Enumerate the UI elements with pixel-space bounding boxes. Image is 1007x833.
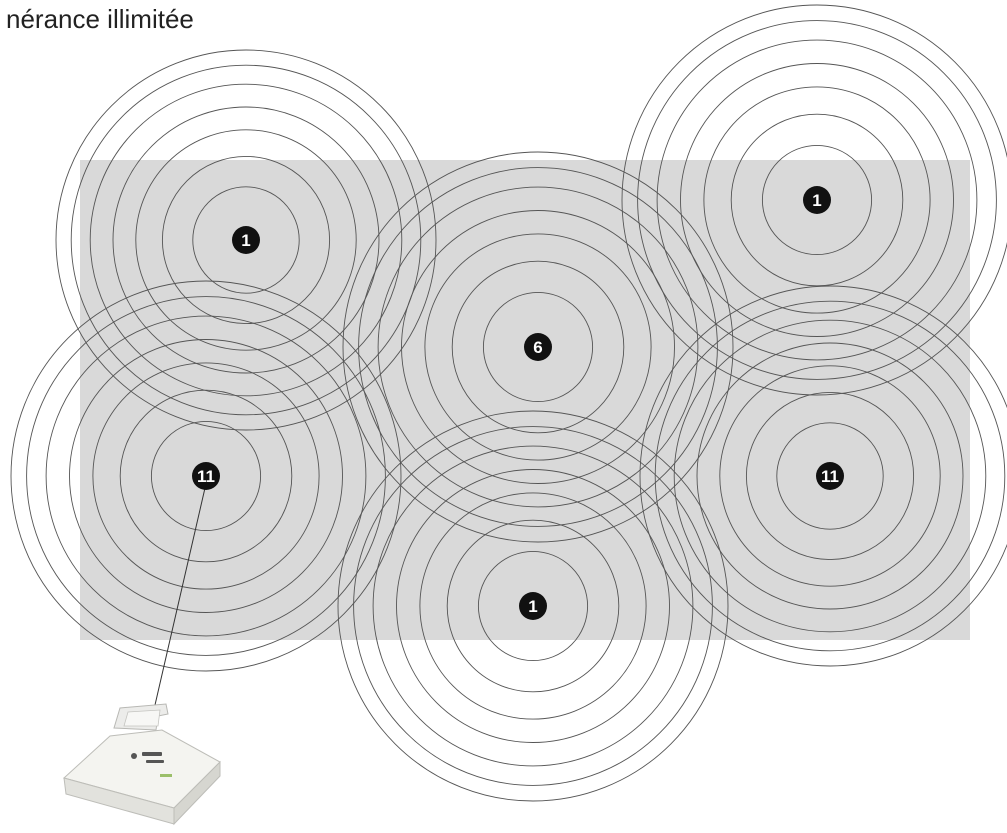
signal-ring	[776, 422, 884, 530]
signal-ring	[654, 300, 1006, 652]
channel-badge: 1	[519, 592, 547, 620]
signal-ring	[761, 144, 873, 256]
signal-ring	[482, 291, 594, 403]
signal-ring	[419, 492, 647, 720]
access-point-rings	[10, 280, 402, 672]
channel-badge-dot	[524, 333, 552, 361]
channel-badge-dot	[232, 226, 260, 254]
channel-number: 1	[812, 191, 821, 210]
channel-badge: 1	[232, 226, 260, 254]
channel-number: 11	[197, 467, 215, 486]
signal-ring	[372, 445, 694, 767]
signal-ring	[92, 362, 320, 590]
signal-ring	[112, 106, 380, 374]
signal-ring	[621, 4, 1007, 396]
channel-number: 11	[821, 467, 839, 486]
signal-ring	[401, 210, 675, 484]
device-link-line	[151, 487, 206, 719]
signal-ring	[45, 315, 367, 637]
signal-ring	[89, 83, 403, 397]
signal-ring	[477, 550, 589, 662]
signal-ring	[673, 319, 987, 633]
signal-ring	[696, 342, 964, 610]
signal-ring	[656, 39, 978, 361]
channel-badge: 11	[816, 462, 844, 490]
page-title: nérance illimitée	[6, 4, 194, 34]
channel-badge: 11	[192, 462, 220, 490]
channel-number: 6	[533, 338, 542, 357]
signal-ring	[26, 296, 386, 656]
access-point-rings	[639, 285, 1007, 667]
signal-ring	[135, 129, 357, 351]
signal-ring	[424, 233, 652, 461]
channel-badge-dot	[816, 462, 844, 490]
signal-ring	[358, 167, 718, 527]
signal-rings	[10, 4, 1007, 802]
signal-ring	[69, 339, 343, 613]
channel-number: 1	[241, 231, 250, 250]
signal-ring	[55, 49, 437, 431]
signal-ring	[730, 113, 904, 287]
channel-number: 1	[528, 597, 537, 616]
signal-ring	[637, 20, 997, 380]
signal-ring	[639, 285, 1007, 667]
signal-ring	[10, 280, 402, 672]
signal-ring	[192, 186, 300, 294]
signal-ring	[719, 365, 941, 587]
signal-ring	[150, 420, 262, 532]
signal-ring	[70, 64, 422, 416]
channel-badge: 6	[524, 333, 552, 361]
access-point-rings	[621, 4, 1007, 396]
channel-badge-dot	[519, 592, 547, 620]
channel-badge: 1	[803, 186, 831, 214]
access-point-rings	[342, 151, 734, 543]
signal-ring	[342, 151, 734, 543]
signal-ring	[396, 469, 670, 743]
wireless-router-icon	[62, 703, 221, 826]
signal-ring	[161, 155, 331, 325]
signal-ring	[680, 63, 954, 337]
signal-ring	[377, 186, 699, 508]
signal-ring	[337, 410, 729, 802]
channel-badge-dot	[192, 462, 220, 490]
signal-ring	[451, 260, 625, 434]
access-point-rings	[337, 410, 729, 802]
signal-ring	[703, 86, 931, 314]
access-point-rings	[55, 49, 437, 431]
signal-ring	[353, 426, 713, 786]
channel-badge-dot	[803, 186, 831, 214]
signal-ring	[119, 389, 293, 563]
signal-ring	[446, 519, 620, 693]
signal-ring	[745, 391, 915, 561]
